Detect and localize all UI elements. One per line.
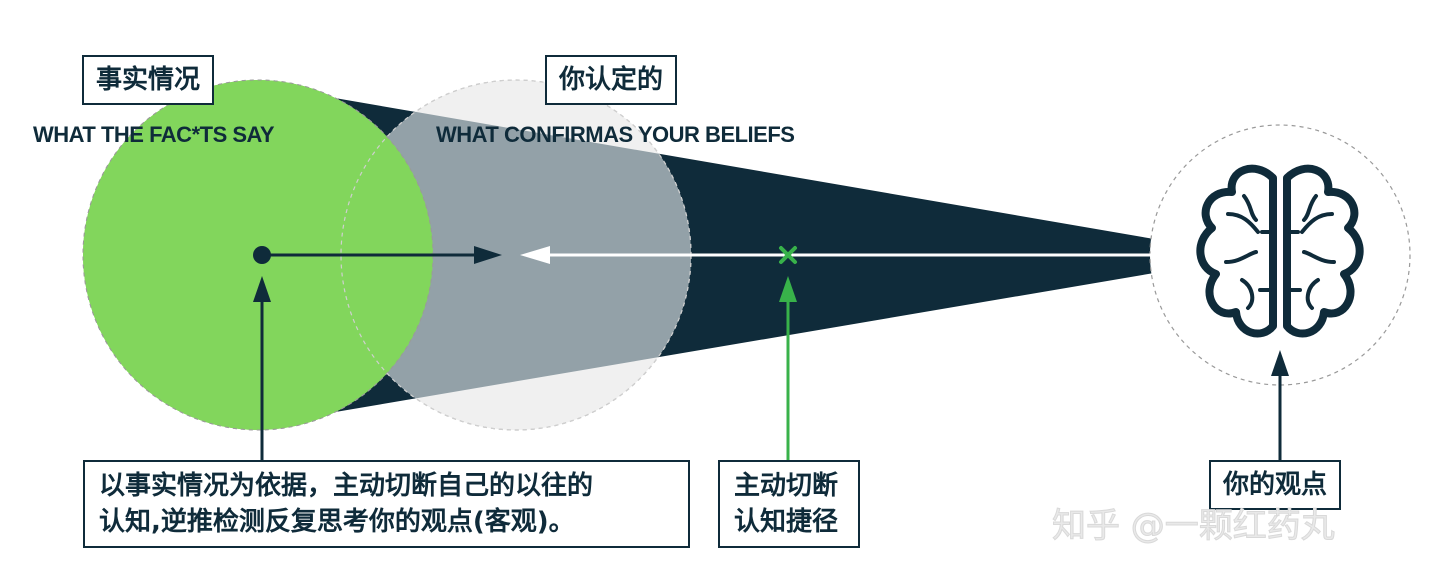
facts-pointer-arrowhead	[253, 276, 271, 302]
facts-arrowhead	[474, 246, 502, 264]
facts-caption: WHAT THE FAC*TS SAY	[33, 122, 275, 147]
belief-arrowhead	[520, 246, 550, 264]
shortcut-label-line2: 认知捷径	[734, 507, 839, 537]
method-label: 以事实情况为依据，主动切断自己的以往的 认知,逆推检测反复思考你的观点(客观)。	[83, 460, 690, 548]
shortcut-label-line1: 主动切断	[734, 471, 839, 501]
beliefs-caption: WHAT CONFIRMAS YOUR BELIEFS	[436, 122, 795, 147]
brain-circle	[1149, 124, 1411, 386]
shortcut-label: 主动切断 认知捷径	[718, 460, 860, 548]
watermark: 知乎 @一颗红药丸	[1052, 506, 1336, 547]
beliefs-label: 你认定的	[545, 55, 678, 105]
method-label-line1: 以事实情况为依据，主动切断自己的以往的	[99, 471, 594, 501]
brain-icon	[1196, 164, 1364, 338]
cut-x-icon	[779, 246, 797, 264]
brain-pointer-arrowhead	[1271, 350, 1289, 376]
shortcut-pointer-arrowhead	[779, 276, 797, 302]
method-label-line2: 认知,逆推检测反复思考你的观点(客观)。	[99, 507, 575, 537]
beliefs-cone-fill	[341, 92, 691, 418]
facts-label: 事实情况	[82, 55, 215, 105]
brain-label: 你的观点	[1209, 460, 1342, 510]
